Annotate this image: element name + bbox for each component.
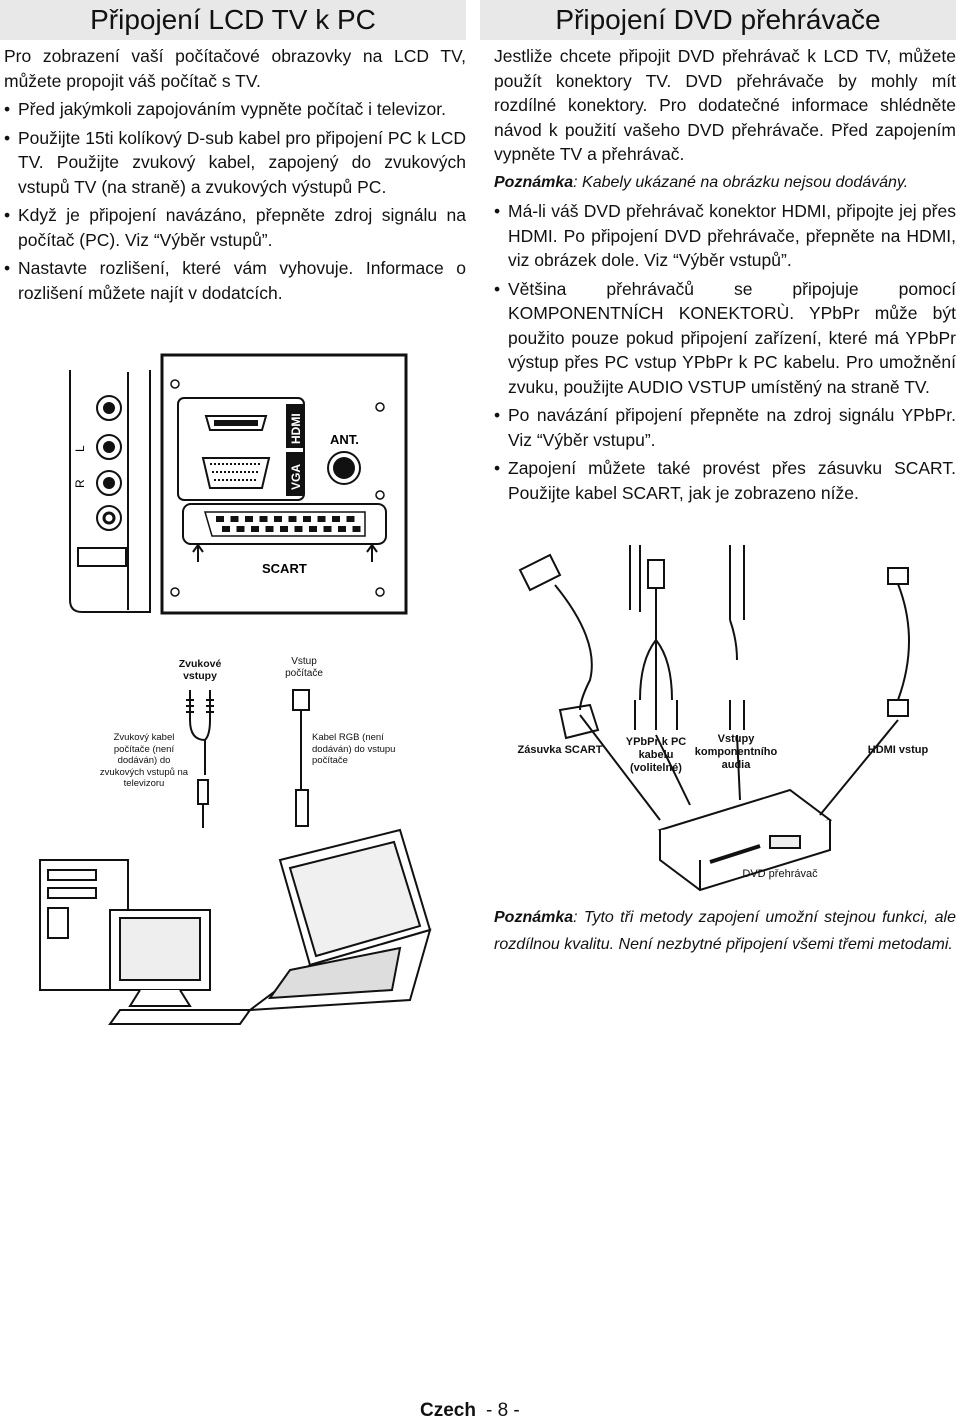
pc-input-label: Vstup počítače (285, 656, 323, 679)
dvd-bullet: Většina přehrávačů se připojuje pomocí K… (494, 277, 956, 400)
scart-pin (230, 516, 239, 522)
side-label-r: R (73, 479, 87, 488)
audio-inputs-label: Zvukové vstupy (178, 658, 222, 682)
scart-pin (317, 516, 326, 522)
scart-pin (251, 526, 259, 532)
headphone-jack-icon (96, 395, 122, 421)
audio-cable-label: Zvukový kabel počítače (není dodáván) do… (99, 732, 189, 789)
footer-language: Czech (420, 1400, 476, 1421)
hdmi-port-icon (204, 415, 268, 431)
component-audio-label: Vstupy komponentního audia (694, 733, 778, 771)
note-text: : Kabely ukázané na obrázku nejsou dodáv… (573, 173, 909, 191)
ant-label: ANT. (330, 432, 359, 447)
desktop-computer-icon (39, 859, 252, 1025)
page-number: - 8 - (485, 1400, 520, 1421)
audio-plug-icon (186, 690, 214, 755)
pc-bullet: Když je připojení navázáno, přepněte zdr… (4, 203, 466, 252)
dvd-player-label: DVD přehrávač (742, 868, 818, 880)
vga-port-icon (201, 457, 271, 489)
pc-section-text: Pro zobrazení vaší počítačové obrazovky … (4, 44, 466, 305)
antenna-socket-icon (327, 451, 361, 485)
final-note-text: : Tyto tři metody zapojení umožní stejno… (494, 909, 956, 953)
final-note: Poznámka: Tyto tři metody zapojení umožn… (494, 904, 956, 958)
laptop-icon (246, 828, 432, 1012)
scart-socket-icon (204, 511, 366, 537)
screw-icon (170, 587, 180, 597)
dvd-section-title: Připojení DVD přehrávače (480, 0, 956, 40)
dvd-intro: Jestliže chcete připojit DVD přehrávač k… (494, 46, 956, 164)
hdmi-label: HDMI (289, 413, 303, 444)
scart-pin (216, 516, 224, 522)
dvd-bullet: Zapojení můžete také provést přes zásuvk… (494, 456, 956, 505)
ypbpr-cable-label: YPbPr k PC kabelu (volitelné) (625, 736, 687, 774)
screw-icon (170, 379, 180, 389)
scart-socket-label: Zásuvka SCART (517, 744, 603, 756)
video-jack-icon (96, 505, 122, 531)
hdmi-cable-icon (887, 567, 910, 717)
scart-pin (346, 516, 355, 522)
scart-pin (303, 516, 311, 522)
scart-pin (332, 516, 340, 522)
scart-pin (280, 526, 288, 532)
component-audio-plug-icon (729, 545, 745, 730)
scart-pin (265, 526, 274, 532)
dvd-bullet: Má-li váš DVD přehrávač konektor HDMI, p… (494, 199, 956, 273)
scart-pin (288, 516, 297, 522)
scart-pin (259, 516, 268, 522)
dvd-arrows (579, 714, 899, 821)
side-label-l: L (73, 445, 87, 452)
scart-pin (352, 526, 361, 532)
page-footer: Czech - 8 - (420, 1400, 520, 1422)
scart-pin (323, 526, 332, 532)
rgb-cable-label: Kabel RGB (není dodáván) do vstupu počít… (312, 732, 396, 766)
pc-bullet: Nastavte rozlišení, které vám vyhovuje. … (4, 256, 466, 305)
scart-cable-icon (518, 553, 600, 740)
hdmi-input-label: HDMI vstup (867, 744, 929, 756)
scart-label: SCART (262, 561, 307, 576)
audio-left-jack-icon (96, 470, 122, 496)
dvd-section-text: Jestliže chcete připojit DVD přehrávač k… (494, 44, 956, 505)
audio-right-jack-icon (96, 434, 122, 460)
scart-pin (294, 526, 303, 532)
pc-section-title: Připojení LCD TV k PC (0, 0, 466, 40)
scart-pin (309, 526, 317, 532)
final-note-label: Poznámka (494, 909, 574, 926)
arrow-icon (366, 543, 378, 562)
scart-pin (245, 516, 253, 522)
scart-pin (274, 516, 282, 522)
screw-icon (375, 587, 385, 597)
pc-bullet: Před jakýmkoli zapojováním vypněte počít… (4, 97, 466, 122)
dvd-note: Poznámka: Kabely ukázané na obrázku nejs… (494, 171, 956, 196)
dvd-bullet: Po navázání připojení přepněte na zdroj … (494, 403, 956, 452)
scart-pin (338, 526, 346, 532)
vga-to-component-cable-icon (629, 545, 678, 730)
screw-icon (375, 402, 385, 412)
vga-label: VGA (289, 464, 303, 490)
scart-pin (222, 526, 230, 532)
pc-intro: Pro zobrazení vaší počítačové obrazovky … (4, 46, 466, 91)
pc-bullet: Použijte 15ti kolíkový D-sub kabel pro p… (4, 126, 466, 200)
scart-pin (236, 526, 245, 532)
note-label: Poznámka (494, 173, 574, 191)
arrow-icon (192, 543, 204, 562)
audio-plug-icon (197, 779, 209, 828)
dvd-player-icon (657, 788, 833, 892)
screw-icon (375, 490, 385, 500)
vga-plug-icon (292, 689, 310, 827)
